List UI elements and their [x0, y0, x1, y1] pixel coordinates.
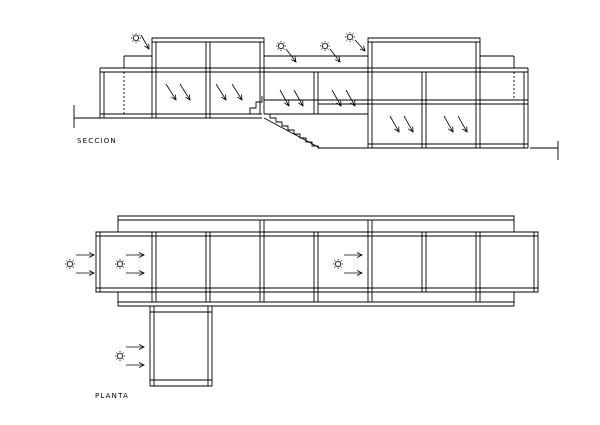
- plan-drawing: [96, 216, 538, 386]
- section-sun-rays: [130, 31, 467, 132]
- section-drawing: [74, 38, 558, 160]
- plan-sun-rays: [64, 255, 362, 365]
- plan-label: PLANTA: [95, 392, 130, 400]
- section-label: SECCION: [77, 137, 117, 145]
